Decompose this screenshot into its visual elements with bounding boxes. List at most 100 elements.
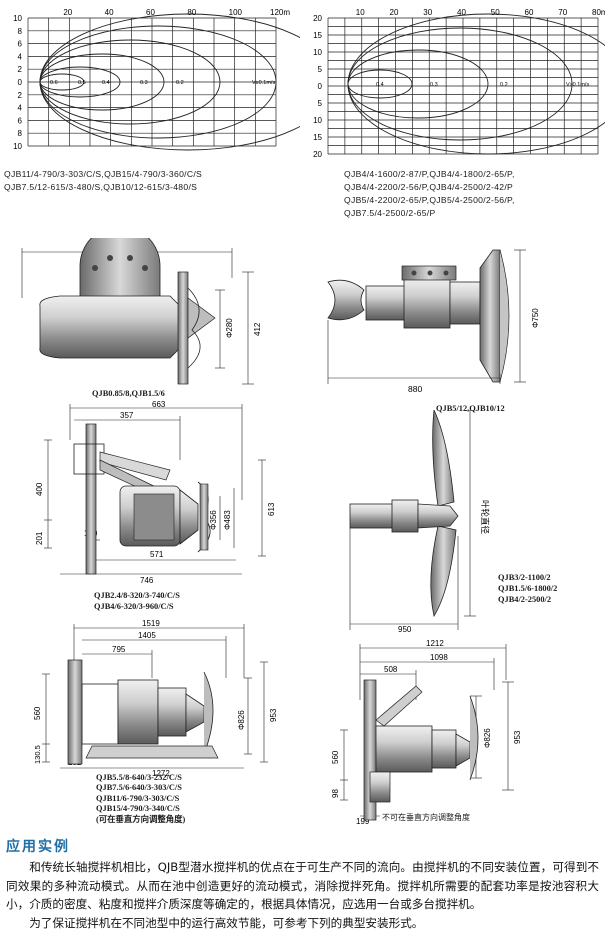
contour-label: 0.4	[102, 80, 110, 86]
y-tick-label: 4	[18, 104, 23, 113]
mixer-drawing-6: 1212 1098 508 560 98 199 Φ826 953	[331, 640, 522, 825]
y-tick-label: 6	[18, 116, 23, 125]
flow-chart-left-contours	[39, 13, 300, 151]
y-tick-label: 10	[13, 14, 22, 23]
x-tick-label: 30	[423, 8, 432, 17]
dim-label: Φ356	[209, 510, 218, 530]
dim-label: 1405	[138, 631, 156, 640]
dim-label: 571	[150, 550, 164, 559]
dim-label: 1098	[430, 653, 448, 662]
section-body: 和传统长轴搅拌机相比，QJB型潜水搅拌机的优点在于可生产不同的流向。由搅拌机的不…	[6, 858, 599, 932]
dim-label: 201	[35, 531, 44, 545]
model-line: QJB4/6-320/3-960/C/S	[94, 602, 174, 611]
model-line: QJB7.5/6-640/3-303/C/S	[96, 783, 182, 793]
model-line: QJB4/4-2200/2-56/P,QJB4/4-2500/2-42/P	[344, 182, 514, 192]
contour-label: 0.2	[176, 80, 184, 86]
contour-label: V≥0.1m/s	[252, 80, 275, 86]
mixer-drawing-3: 663 357 400 201 130 Φ356 Φ483 613 571 74…	[35, 400, 276, 585]
model-line: QJB4/4-1600/2-87/P,QJB4/4-1800/2-65/P,	[344, 169, 515, 179]
y-tick-label: 10	[13, 142, 22, 151]
x-tick-label: 40	[105, 8, 114, 17]
dim-label: 98	[331, 789, 340, 798]
dim-label: Φ826	[237, 710, 246, 730]
model-line: QJB3/2-1100/2	[498, 573, 551, 582]
contour-label: 0.3	[430, 82, 438, 88]
dim-label: 953	[269, 708, 278, 722]
dim-label: 613	[267, 502, 276, 516]
y-tick-label: 0	[318, 82, 323, 91]
velocity-contour	[347, 13, 605, 155]
x-tick-label: 20	[63, 8, 72, 17]
velocity-contour	[39, 13, 300, 151]
x-tick-label: 40	[457, 8, 466, 17]
model-line: QJB5.5/8-640/3-232/C/S	[96, 773, 182, 782]
flow-chart-left-grid	[27, 17, 277, 147]
drawing-4-captions: QJB3/2-1100/2 QJB1.5/6-1800/2 QJB4/2-250…	[498, 572, 557, 605]
mixer-drawing-5: 1519 1405 795 560 130.5 202 1272 Φ826 95…	[33, 619, 278, 776]
flow-chart-right-grid	[327, 17, 599, 155]
model-line: QJB11/4-790/3-303/C/S,QJB15/4-790/3-360/…	[4, 169, 203, 179]
dim-label: 880	[408, 384, 422, 394]
y-tick-label: 10	[313, 48, 322, 57]
model-line: QJB11/6-790/3-303/C/S	[96, 793, 180, 803]
contour-label: 0.3	[140, 80, 148, 86]
y-tick-label: 4	[18, 52, 23, 61]
model-line: QJB15/4-790/3-340/C/S	[96, 804, 180, 814]
dim-label: 130.5	[33, 745, 42, 764]
dim-label: 1212	[426, 640, 444, 648]
model-line: QJB7.5/4-2500/2-65/P	[344, 208, 436, 218]
dim-label: 叶轮直径	[480, 500, 490, 535]
drawing-6-note: 不可在垂直方向调整角度	[382, 813, 470, 822]
contour-label: 0.2	[500, 82, 508, 88]
x-tick-label: 20	[390, 8, 399, 17]
dim-label: Φ826	[483, 728, 492, 748]
mixer-drawing-1: 520 Φ280 412	[21, 238, 262, 385]
dim-label: Φ280	[225, 318, 234, 338]
y-tick-label: 15	[313, 133, 322, 142]
contour-label: 0.6	[50, 80, 58, 86]
dim-label: 1519	[142, 619, 160, 628]
x-tick-label: 80m	[592, 8, 605, 17]
x-tick-label: 120m	[270, 8, 290, 17]
y-tick-label: 5	[318, 99, 323, 108]
dim-label: Φ750	[531, 308, 540, 328]
model-line: QJB4/2-2500/2	[498, 595, 552, 604]
y-tick-label: 0	[18, 78, 23, 87]
dim-label: 1272	[152, 769, 170, 776]
x-tick-label: 80	[187, 8, 196, 17]
y-tick-label: 8	[18, 129, 23, 138]
model-line: (可在垂直方向调整角度)	[96, 814, 186, 824]
dim-label: 508	[384, 665, 398, 674]
model-line: QJB7.5/12-615/3-480/S,QJB10/12-615/3-480…	[4, 182, 198, 192]
dim-label: 746	[140, 576, 154, 585]
y-tick-label: 2	[18, 65, 23, 74]
dim-label: 663	[152, 400, 166, 409]
section-title: 应用实例	[6, 839, 70, 855]
dim-label: 412	[253, 322, 262, 336]
contour-label: 0.4	[376, 82, 384, 88]
y-tick-label: 5	[318, 65, 323, 74]
contour-label: V≥0.1m/s	[566, 82, 589, 88]
flow-chart-left-models: QJB11/4-790/3-303/C/S,QJB15/4-790/3-360/…	[4, 168, 202, 194]
dim-label: 199	[356, 817, 370, 825]
dim-label: 357	[120, 411, 134, 420]
mixer-drawing-2: Φ750 880	[327, 249, 540, 394]
drawing-5-captions: QJB5.5/8-640/3-232/C/S QJB7.5/6-640/3-30…	[96, 773, 185, 825]
model-line: QJB2.4/8-320/3-740/C/S	[94, 591, 180, 600]
paragraph: 为了保证搅拌机在不同池型中的运行高效节能，可参考下列的典型安装形式。	[29, 915, 424, 930]
dim-label: 795	[112, 645, 126, 654]
x-tick-label: 50	[491, 8, 500, 17]
drawing-1-caption: QJB0.85/8,QJB1.5/6	[92, 389, 165, 398]
dim-label: 560	[331, 750, 340, 764]
dim-label: 400	[35, 482, 44, 496]
y-tick-label: 6	[18, 40, 23, 49]
x-tick-label: 70	[558, 8, 567, 17]
flow-chart-right-models: QJB4/4-1600/2-87/P,QJB4/4-1800/2-65/P, Q…	[344, 168, 515, 220]
contour-label: 0.5	[78, 80, 86, 86]
y-tick-label: 2	[18, 91, 23, 100]
drawing-2-caption: QJB5/12,QJB10/12	[436, 404, 505, 413]
dim-label: Φ483	[223, 510, 232, 530]
y-tick-label: 20	[313, 14, 322, 23]
